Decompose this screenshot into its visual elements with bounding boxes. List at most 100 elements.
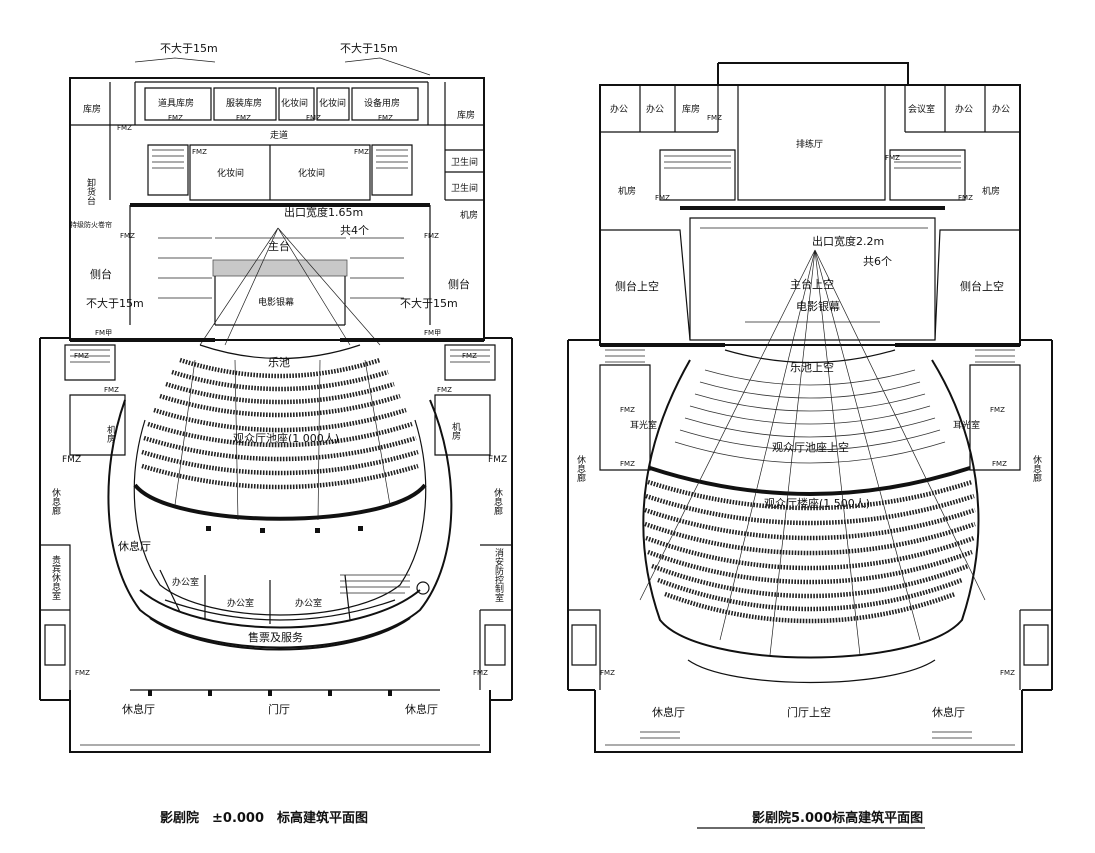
left-stair-lines <box>70 349 490 594</box>
right-stair-blocks <box>659 149 966 201</box>
left-stair-treads <box>152 149 408 169</box>
left-top-rooms <box>134 81 429 126</box>
left-exit-count: 共4个 <box>340 224 369 237</box>
left-door-tag-16: FMZ <box>62 455 81 465</box>
left-side-rooms <box>70 82 484 200</box>
left-auditorium-inner <box>133 419 427 616</box>
right-lobby-outline <box>568 689 1052 753</box>
caption-right: 影剧院5.000标高建筑平面图 <box>752 810 923 826</box>
left-room-machine-left: 机房 <box>105 424 116 444</box>
left-side-blocks <box>64 344 496 456</box>
right-room-lobby-upper: 门厅上空 <box>787 705 831 719</box>
left-door-tag-9: FMZ <box>354 148 369 156</box>
right-room-foyer-lounge-left: 休息厅 <box>652 705 685 719</box>
right-room-machine-right: 机房 <box>982 185 1000 197</box>
left-room-machine-right: 机房 <box>450 421 461 441</box>
right-door-tag-4: FMZ <box>958 194 973 202</box>
right-room-office-1: 办公 <box>610 103 628 115</box>
left-room-machine-top-right: 机房 <box>460 209 478 221</box>
left-room-lounge-corridor-right: 休息廊 <box>492 487 503 516</box>
left-room-vip-lounge: 贵宾休息室 <box>50 554 61 600</box>
left-floor-plan <box>39 77 513 753</box>
left-door-tag-15: FMZ <box>104 386 119 394</box>
left-room-foyer-lounge-left: 休息厅 <box>122 702 155 716</box>
right-room-office-3: 办公 <box>955 103 973 115</box>
left-door-tag-12: FMZ <box>74 352 89 360</box>
left-stage-side-walls <box>129 205 431 325</box>
right-balcony-front <box>649 466 971 496</box>
left-limit-mid-left: 不大于15m <box>86 296 144 310</box>
left-door-tag-14: FMZ <box>437 386 452 394</box>
left-door-tag-7: FMZ <box>378 114 393 122</box>
left-room-side-stage-right: 侧台 <box>448 277 470 291</box>
left-room-office-2: 办公室 <box>227 597 254 609</box>
right-lobby-front <box>605 731 1015 746</box>
left-exit-lines <box>199 227 381 346</box>
left-room-equipment-storage: 设备用房 <box>364 97 400 109</box>
left-door-tag-8: FMZ <box>192 148 207 156</box>
left-room-toilet-1: 卫生间 <box>451 156 478 168</box>
left-ticket-ring <box>149 617 411 651</box>
left-fly-bars <box>158 237 404 299</box>
left-columns <box>148 526 392 696</box>
left-door-tag-3: FMZ <box>117 124 132 132</box>
left-screen-zone <box>214 276 346 326</box>
right-room-ear-light-right: 耳光室 <box>953 419 980 431</box>
left-front-side-rooms <box>39 544 513 690</box>
left-room-fire-control: 消安防控制室 <box>493 547 504 602</box>
left-room-makeup-2: 化妆间 <box>319 97 346 109</box>
left-room-office-3: 办公室 <box>295 597 322 609</box>
right-room-side-stage-upper-left: 侧台上空 <box>615 279 659 293</box>
right-balcony-seating <box>644 479 976 624</box>
left-door-tag-5: FMZ <box>236 114 251 122</box>
left-outer-walls <box>39 337 513 700</box>
left-door-tag-18: FMZ <box>75 669 90 677</box>
left-door-tag-17: FMZ <box>488 455 507 465</box>
left-door-tag-2: FM甲 <box>424 329 441 337</box>
left-room-props-storage: 道具库房 <box>158 97 194 109</box>
right-door-tag-3: FMZ <box>655 194 670 202</box>
right-door-tag-10: FMZ <box>1000 669 1015 677</box>
right-room-office-4: 办公 <box>992 103 1010 115</box>
left-limit-top-right: 不大于15m <box>340 41 398 55</box>
right-rehearsal-hall <box>737 85 886 201</box>
right-door-tag-5: FMZ <box>620 406 635 414</box>
left-room-makeup-3: 化妆间 <box>217 167 244 179</box>
right-rear-ring <box>687 659 936 684</box>
left-room-toilet-2: 卫生间 <box>451 182 478 194</box>
left-labels: 不大于15m 不大于15m 库房 道具库房 服装库房 化妆间 化妆间 设备用房 … <box>50 41 507 716</box>
right-labels: 办公 办公 库房 排练厅 会议室 办公 办公 机房 机房 FMZ FMZ FMZ… <box>575 103 1042 719</box>
left-office-partitions <box>159 569 396 624</box>
left-room-corridor: 走道 <box>270 129 288 141</box>
right-top-rooms <box>600 85 1020 133</box>
right-stage-lines <box>700 227 928 323</box>
right-exit-lines <box>639 249 986 656</box>
left-room-office-1: 办公室 <box>172 576 199 588</box>
left-door-tag-13: FMZ <box>462 352 477 360</box>
right-room-orchestra-pit-upper: 乐池上空 <box>790 360 834 374</box>
left-room-costume-storage: 服装库房 <box>226 97 262 109</box>
right-room-office-2: 办公 <box>646 103 664 115</box>
right-room-side-stage-upper-right: 侧台上空 <box>960 279 1004 293</box>
right-auditorium-outer <box>642 359 980 659</box>
right-room-main-stage-upper: 主台上空 <box>790 277 834 291</box>
right-room-ear-light-left: 耳光室 <box>630 419 657 431</box>
right-room-meeting-room: 会议室 <box>908 103 935 115</box>
right-room-storage: 库房 <box>682 103 700 115</box>
left-office-ring <box>139 589 421 629</box>
left-top-room-cells <box>144 87 419 121</box>
left-limit-mid-right: 不大于15m <box>400 296 458 310</box>
left-room-makeup-4: 化妆间 <box>298 167 325 179</box>
right-rehearsal-annex <box>717 62 909 85</box>
right-room-machine-left: 机房 <box>618 185 636 197</box>
right-room-lounge-corridor-left: 休息廊 <box>575 454 586 483</box>
left-door-tag-11: FMZ <box>424 232 439 240</box>
right-stair-treads <box>664 155 961 169</box>
right-side-stage-walls <box>600 229 1020 341</box>
left-room-lounge-hall: 休息厅 <box>118 539 151 553</box>
right-door-tag-2: FMZ <box>885 154 900 162</box>
left-door-tag-4: FMZ <box>168 114 183 122</box>
left-door-tag-1: FM甲 <box>95 329 112 337</box>
caption-left: 影剧院 ±0.000 标高建筑平面图 <box>160 810 368 826</box>
